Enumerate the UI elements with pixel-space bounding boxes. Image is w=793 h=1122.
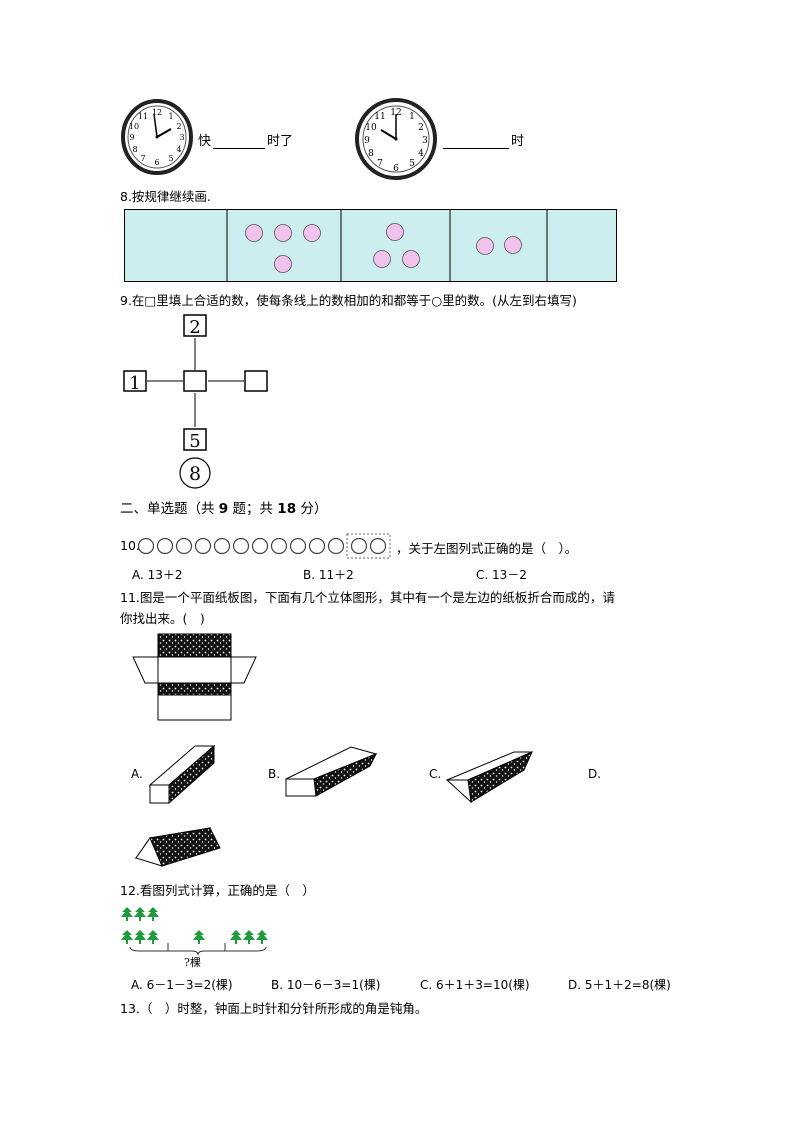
number-cross-diagram: 2 1 5 8 [123, 314, 268, 489]
q11-option-c[interactable]: C. [429, 767, 442, 781]
left-number: 1 [129, 373, 140, 394]
question-8-text: 8.按规律继续画. [120, 189, 211, 204]
bottom-number: 5 [189, 431, 200, 452]
svg-text:5: 5 [168, 154, 173, 163]
solid-a [148, 744, 216, 805]
section-heading-suffix: 分） [296, 501, 328, 517]
answer-blank[interactable] [213, 134, 266, 149]
top-number: 2 [189, 317, 200, 338]
svg-text:8: 8 [368, 149, 374, 159]
svg-text:2: 2 [418, 123, 424, 133]
solid-c [445, 751, 533, 804]
q11-option-b[interactable]: B. [268, 767, 281, 781]
q10-option-b[interactable]: B. 11＋2 [303, 568, 354, 582]
svg-text:4: 4 [176, 145, 181, 154]
section-2-heading: 二、单选题（共 9 题；共 18 分） [120, 497, 327, 517]
question-11-text-1: 11.图是一个平面纸板图，下面有几个立体图形，其中有一个是左边的纸板折合而成的，… [120, 590, 615, 605]
svg-text:6: 6 [393, 164, 399, 174]
blank-right-box [244, 370, 268, 392]
svg-text:5: 5 [409, 159, 415, 169]
question-11-text-2: 你找出来。( ) [120, 611, 205, 626]
solid-b [285, 746, 378, 797]
q12-option-d[interactable]: D. 5＋1＋2=8(棵) [568, 978, 671, 992]
svg-text:10: 10 [365, 123, 377, 133]
q12-option-a[interactable]: A. 6－1－3=2(棵) [131, 978, 233, 992]
brace-label: ?棵 [184, 955, 201, 969]
clock-left-answer: 快 时了 [198, 130, 293, 149]
solid-d [134, 827, 221, 867]
q12-option-b[interactable]: B. 10－6－3=1(棵) [271, 978, 381, 992]
question-12-text: 12.看图列式计算，正确的是（ ） [120, 883, 315, 898]
circles-row [137, 533, 391, 559]
clock-right-suffix: 时 [511, 134, 525, 149]
svg-text:1: 1 [168, 112, 173, 121]
q11-option-d[interactable]: D. [588, 767, 602, 781]
svg-text:11: 11 [374, 112, 385, 122]
answer-blank[interactable] [443, 134, 509, 149]
svg-text:1: 1 [409, 112, 415, 122]
svg-text:12: 12 [152, 108, 162, 117]
question-9-text: 9.在□里填上合适的数，使每条线上的数相加的和都等于○里的数。(从左到右填写) [120, 293, 577, 308]
q12-option-c[interactable]: C. 6＋1＋3=10(棵) [420, 978, 530, 992]
svg-text:7: 7 [140, 154, 145, 163]
clock-left-suffix: 时了 [267, 134, 294, 149]
blank-center-box [183, 370, 207, 392]
section-heading-prefix: 二、单选题（共 [120, 501, 219, 517]
svg-text:3: 3 [422, 136, 428, 146]
svg-text:10: 10 [129, 122, 139, 131]
section-heading-mid: 题；共 [228, 501, 278, 517]
net-diagram [132, 633, 257, 721]
q11-option-a[interactable]: A. [131, 767, 143, 781]
svg-text:8: 8 [132, 145, 137, 154]
svg-text:2: 2 [176, 122, 181, 131]
svg-text:12: 12 [390, 108, 401, 118]
clock-left-prefix: 快 [198, 134, 212, 149]
svg-text:9: 9 [129, 133, 134, 142]
pattern-grid [124, 209, 617, 282]
question-10-num: 10. [120, 538, 140, 553]
svg-text:9: 9 [364, 136, 370, 146]
circle-number: 8 [189, 463, 201, 485]
svg-text:3: 3 [179, 133, 184, 142]
score-total: 18 [277, 501, 297, 517]
q10-option-a[interactable]: A. 13＋2 [132, 568, 183, 582]
question-13-text: 13.（ ）时整，钟面上时针和分针所形成的角是钝角。 [120, 1001, 428, 1016]
question-count: 9 [218, 501, 229, 517]
svg-text:6: 6 [154, 158, 159, 167]
q10-option-c[interactable]: C. 13－2 [476, 568, 527, 582]
trees-diagram: ?棵 [121, 907, 268, 969]
clock-right-answer: 时 [441, 130, 524, 149]
svg-text:7: 7 [377, 159, 383, 169]
svg-text:11: 11 [138, 112, 148, 121]
svg-text:4: 4 [418, 149, 424, 159]
question-10-text: ，关于左图列式正确的是（ ）。 [396, 541, 578, 556]
